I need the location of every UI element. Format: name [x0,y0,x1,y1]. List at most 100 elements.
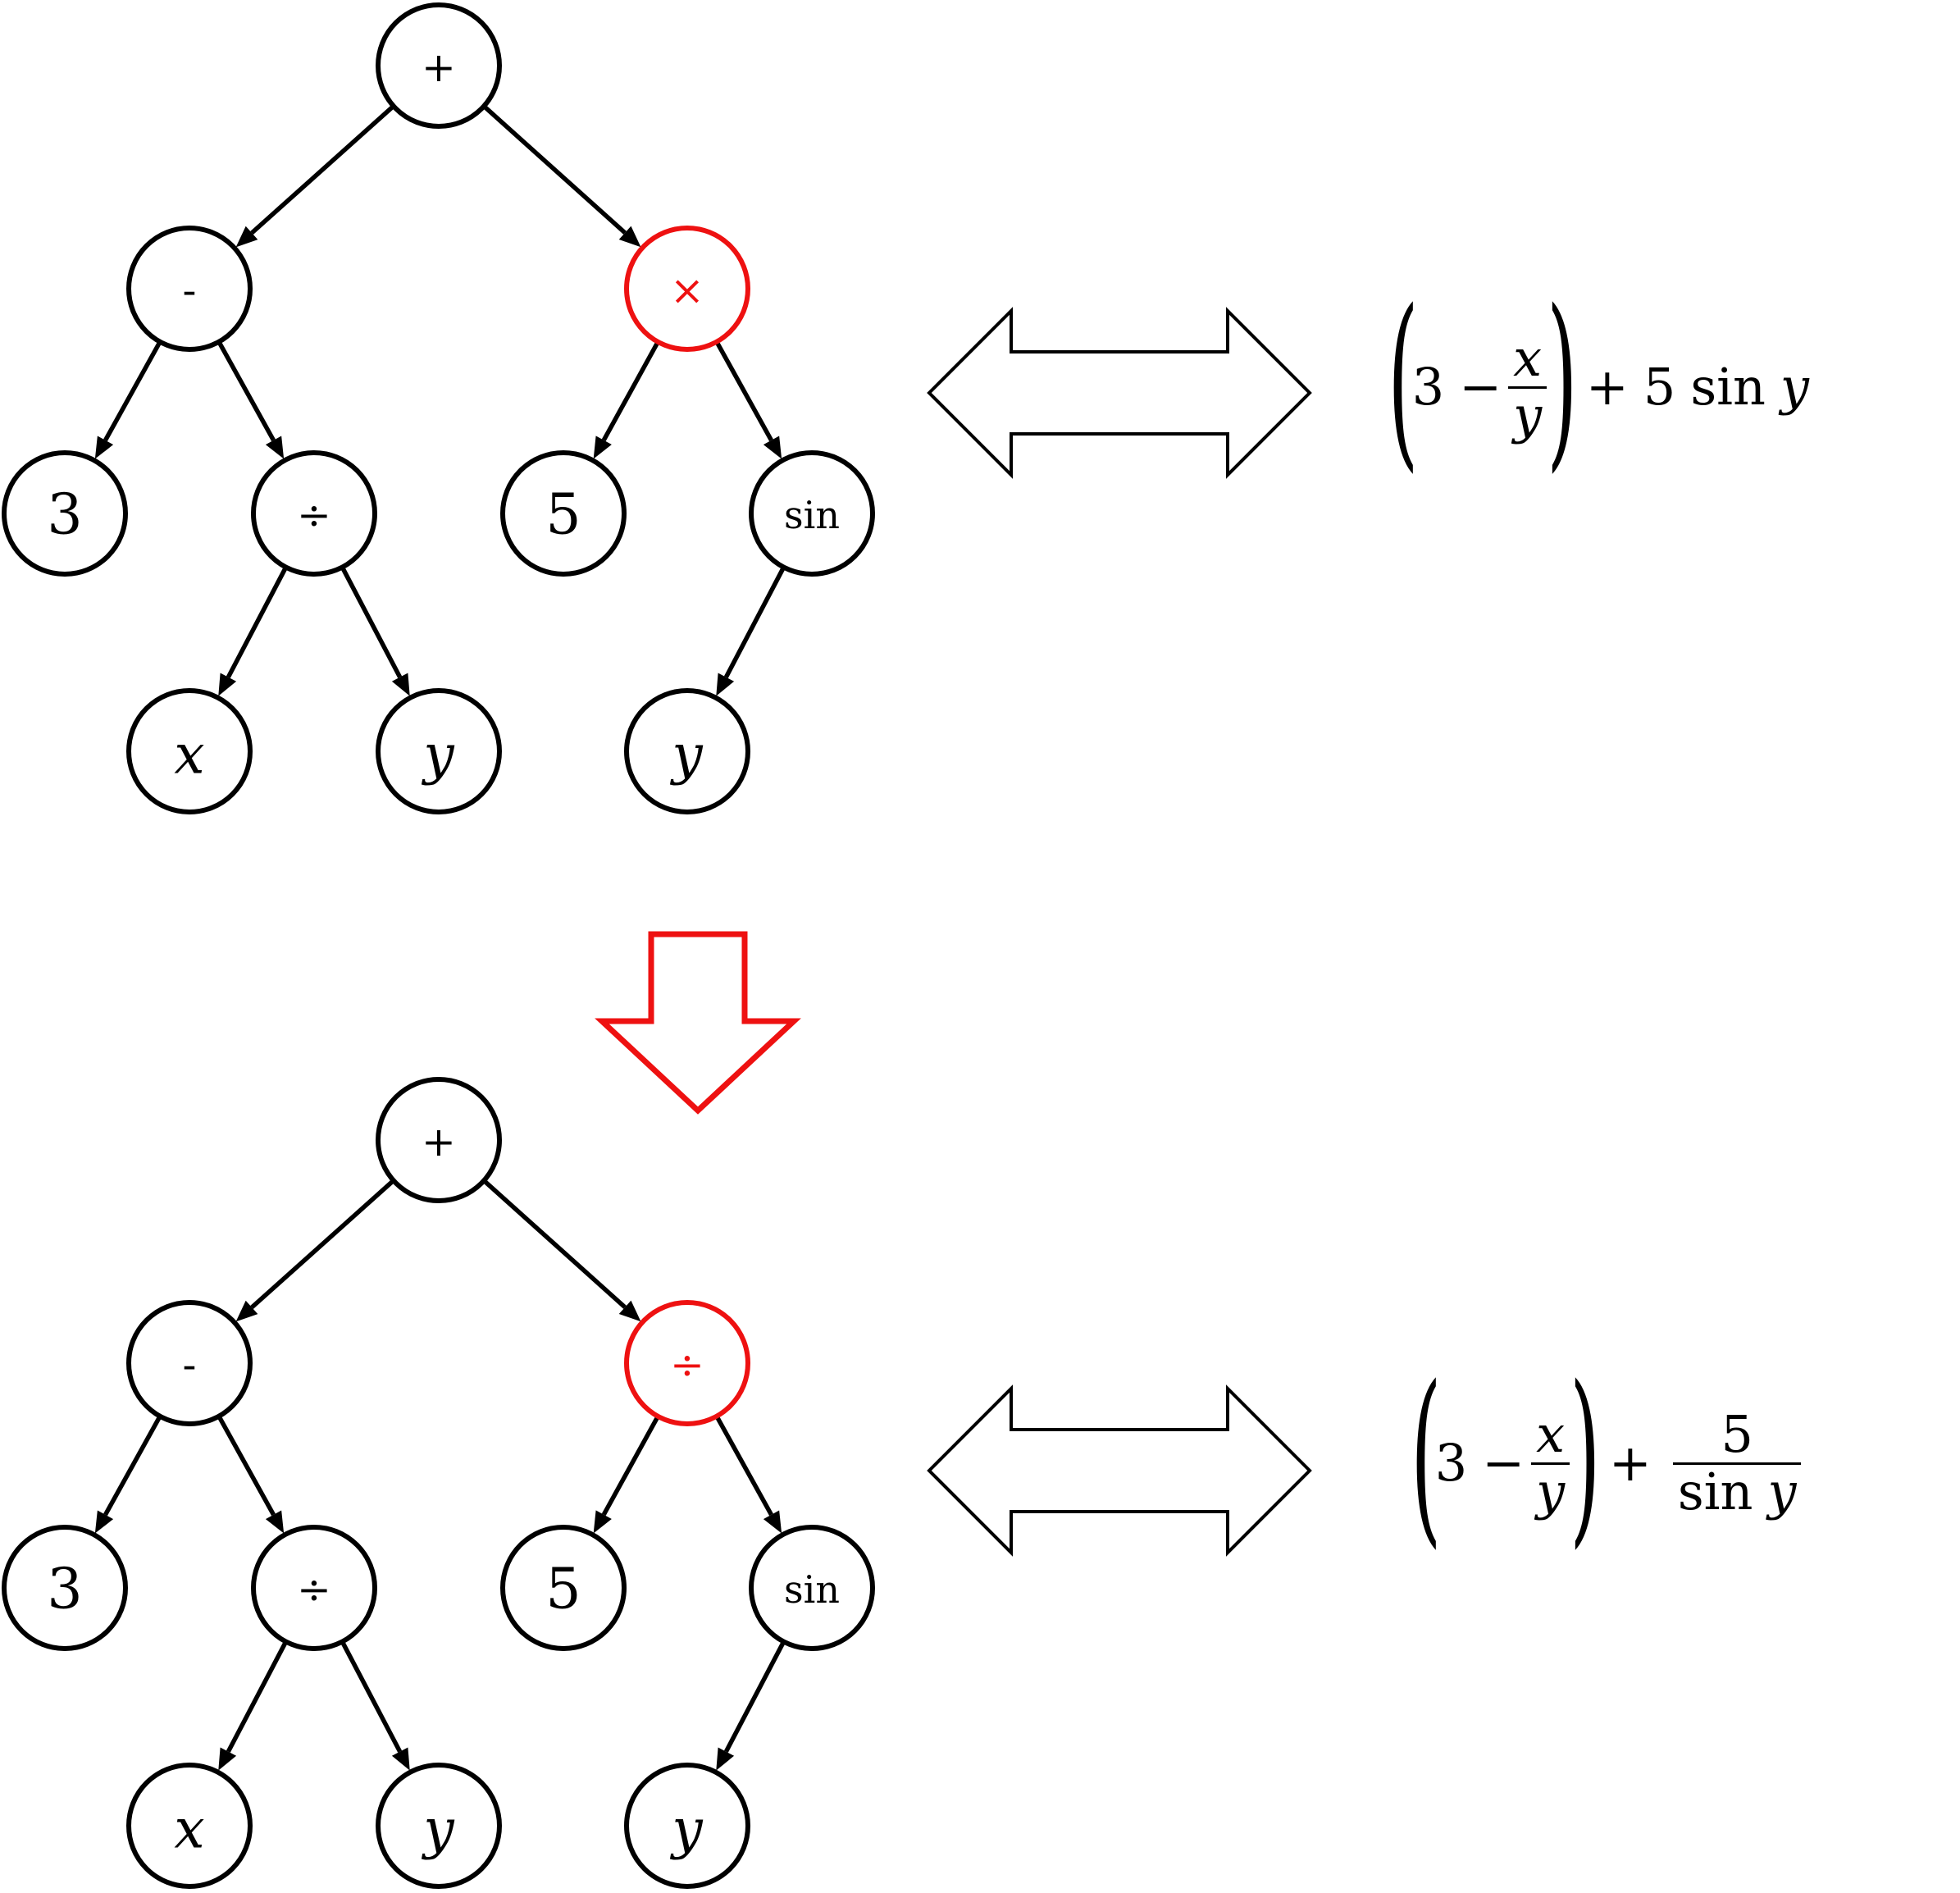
node-label: 3 [47,483,82,548]
formula-number: 5 [1643,357,1676,417]
formula-variable: y [1780,357,1809,417]
fraction-numerator: x [1536,1403,1566,1464]
variable-node: y [624,1763,750,1889]
arrowhead [391,1747,410,1771]
tree-edge [226,566,289,678]
operator-node: - [126,226,253,352]
arrowhead [265,436,285,459]
node-circle [376,1763,502,1889]
function-node: sin [749,1525,875,1651]
expression-tree-original: + - × 3 ÷ 5 sin x y y [2,2,875,814]
left-paren: ( [1411,1347,1442,1566]
formula-function: sin [1677,1461,1753,1521]
node-label: + [422,1118,456,1165]
formula-operator: − [1459,357,1502,417]
node-circle [376,1077,502,1203]
fraction: x y [1508,331,1547,444]
formula-original: ( 3 − x y ) + 5 sin y [1388,286,1809,475]
node-circle [126,1763,253,1889]
variable-node: x [126,688,253,814]
node-label: y [421,723,454,787]
node-label: y [421,1798,454,1861]
number-node: 3 [2,450,128,577]
fraction-denominator: y [1536,1461,1566,1521]
tree-edge [250,1179,395,1310]
node-label: - [183,1341,197,1389]
node-label: - [183,267,197,314]
node-circle [2,1525,128,1651]
node-label: 5 [545,1558,581,1622]
operator-node: + [376,2,502,129]
tree-edge [226,1640,289,1753]
fraction-denominator: y [1513,385,1543,445]
node-label: sin [784,493,840,537]
arrowhead [593,1510,612,1534]
arrowhead [235,226,258,248]
node-label: sin [784,1567,840,1612]
highlighted-operator-node: × [624,226,750,352]
arrowhead [763,1510,782,1534]
tree-edge [723,566,786,678]
node-label: y [669,1798,703,1861]
function-node: sin [749,450,875,577]
tree-edge [601,340,660,441]
variable-node: y [624,688,750,814]
node-circle [624,1763,750,1889]
node-label: + [422,43,456,91]
tree-edge [103,340,162,442]
formula-operator: + [1585,357,1629,417]
double-arrow-icon [927,307,1312,479]
fraction-numerator: 5 [1721,1403,1753,1464]
tree-edge [601,1415,660,1516]
right-paren: ) [1547,271,1578,490]
fraction-numerator: x [1513,327,1543,388]
operator-node: - [126,1300,253,1426]
formula-function: sin [1690,357,1766,417]
arrowhead [94,1510,114,1534]
tree-edge [217,1415,276,1517]
formula-operator: + [1608,1433,1652,1493]
node-circle [126,1300,253,1426]
formula-variable: y [1767,1461,1797,1521]
left-paren: ( [1388,271,1419,490]
node-circle [500,450,627,577]
arrowhead [235,1300,258,1322]
arrowhead [716,673,735,696]
node-circle [126,688,253,814]
arrowhead [265,1510,285,1534]
node-circle [624,226,750,352]
variable-node: y [376,688,502,814]
node-label: x [174,723,204,787]
tree-edge [723,1640,786,1753]
fraction: x y [1531,1407,1570,1520]
tree-edge [340,1640,403,1753]
tree-edge [103,1415,162,1517]
down-arrow-icon [595,931,801,1115]
arrowhead [593,436,612,459]
arrowhead [716,1747,735,1771]
tree-edge [217,340,276,442]
number-node: 3 [2,1525,128,1651]
node-label: ÷ [297,491,331,539]
arrowhead [218,673,237,696]
formula-number: 3 [1434,1433,1468,1493]
node-label: 5 [545,483,581,548]
node-circle [624,1300,750,1426]
arrowhead [94,436,114,459]
formula-operator: − [1482,1433,1525,1493]
node-label: ÷ [297,1566,331,1613]
arrowhead [763,436,782,459]
double-arrow-icon [927,1384,1312,1557]
fraction-bar [1508,385,1547,389]
formula-number: 3 [1411,357,1445,417]
fraction-bar [1531,1462,1570,1465]
tree-edge [250,104,395,235]
tree-edge [482,104,627,235]
node-circle [251,450,377,577]
node-label: 3 [47,1558,82,1622]
right-paren: ) [1570,1347,1601,1566]
